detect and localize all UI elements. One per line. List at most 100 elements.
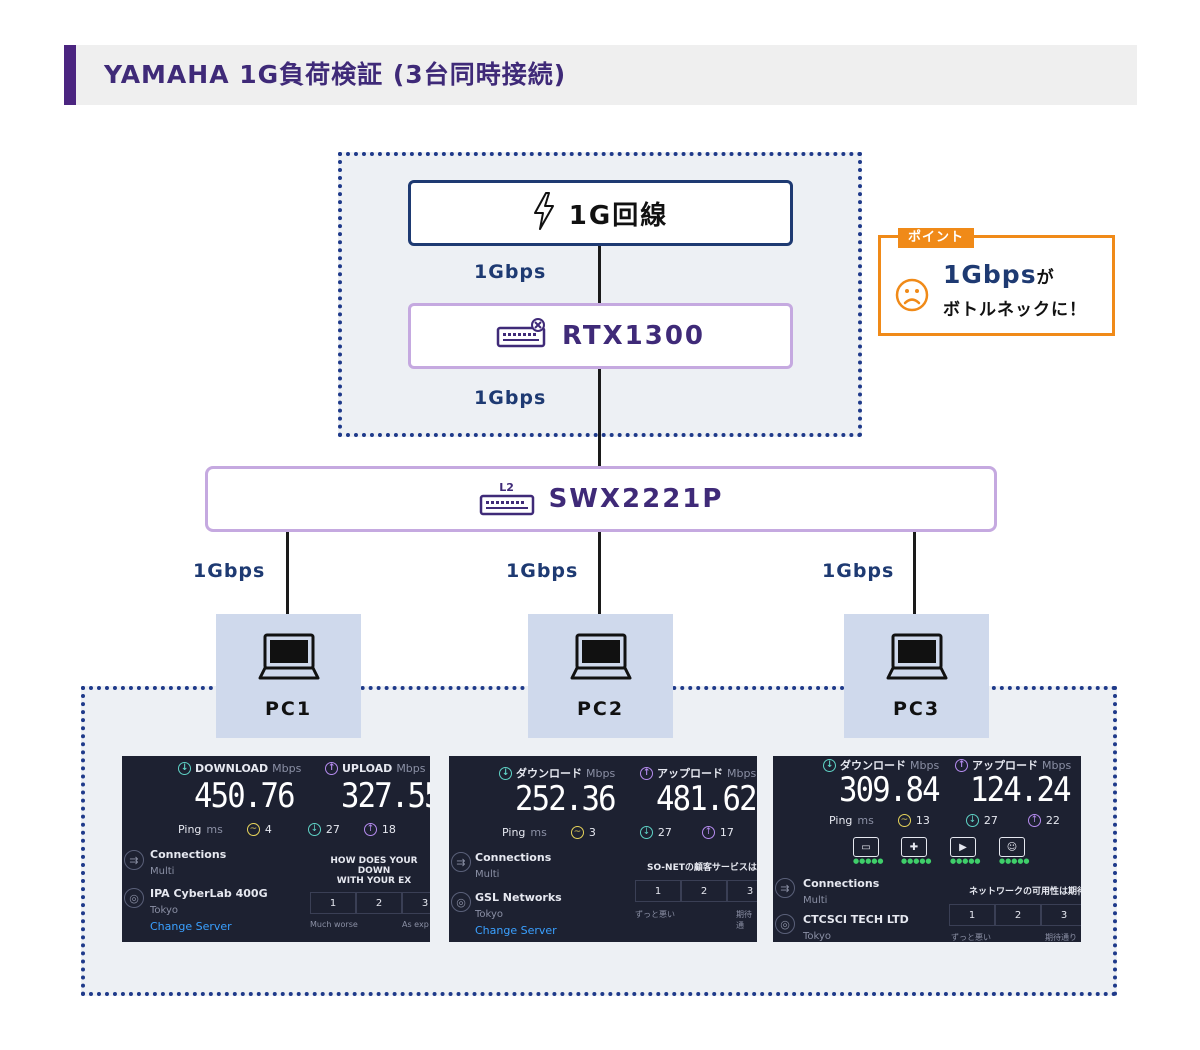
change-server-link[interactable]: Change Server	[150, 920, 232, 933]
rating-high-label: 期待通	[736, 910, 752, 930]
laptop-icon	[257, 632, 321, 686]
ping-download-icon: ↓	[965, 814, 979, 827]
ping-download-value: 27	[325, 823, 340, 836]
ping-download-value: 27	[657, 826, 672, 839]
rating-high-label: As exp	[402, 920, 429, 929]
router-label: RTX1300	[562, 321, 705, 351]
switch-icon: L2	[479, 482, 535, 516]
download-value: 309.84	[839, 770, 941, 810]
ping-label: Ping	[502, 826, 526, 839]
ping-upload-value: 18	[381, 823, 396, 836]
server-location: Tokyo	[475, 909, 503, 920]
rating-option[interactable]: 2	[995, 904, 1041, 926]
pc-label: PC1	[264, 698, 313, 720]
ping-download-icon: ↓	[639, 826, 653, 839]
pc-label: PC3	[892, 698, 941, 720]
survey-rating: 1 2 3	[949, 904, 1081, 926]
change-server-link[interactable]: Change Server	[475, 924, 557, 937]
speed-label-isp-router: 1Gbps	[474, 261, 547, 283]
download-unit: Mbps	[910, 758, 940, 772]
isp-line-box: 1G回線	[408, 180, 793, 246]
download-label: ダウンロード	[516, 767, 582, 780]
sad-face-icon	[895, 278, 929, 316]
download-header: ↓ ダウンロード Mbps	[823, 757, 939, 773]
rating-option[interactable]: 3	[402, 892, 430, 914]
web-browsing-icon: ▭●●●●●	[853, 837, 884, 865]
globe-icon: ◎	[775, 914, 795, 934]
speed-label-switch-pc3: 1Gbps	[822, 560, 895, 582]
connections-label: Connections	[803, 877, 880, 890]
rating-option[interactable]: 1	[635, 880, 681, 902]
server-name: GSL Networks	[475, 891, 562, 904]
ping-unit: ms	[857, 814, 874, 827]
download-header: ↓ ダウンロード Mbps	[499, 765, 615, 781]
connections-label: Connections	[150, 848, 227, 861]
point-highlight-value: 1Gbps	[943, 260, 1037, 289]
streaming-icon: ▶●●●●●	[950, 837, 981, 865]
title-bar: YAMAHA 1G負荷検証 (3台同時接続)	[64, 45, 1137, 105]
ping-unit: ms	[206, 823, 223, 836]
connections-value: Multi	[475, 869, 500, 880]
survey-question-line1: HOW DOES YOUR DOWN	[330, 856, 418, 876]
ping-unit: ms	[530, 826, 547, 839]
survey-question-line2: WITH YOUR EX	[336, 876, 412, 886]
link-line-switch-pc1	[286, 532, 289, 614]
rating-option[interactable]: 1	[310, 892, 356, 914]
download-arrow-icon: ↓	[499, 766, 512, 780]
connections-icon: ⇉	[775, 878, 795, 898]
connections-icon: ⇉	[124, 850, 144, 870]
download-unit: Mbps	[586, 766, 616, 780]
rating-option[interactable]: 3	[1041, 904, 1081, 926]
rating-low-label: Much worse	[310, 920, 358, 929]
ping-label: Ping	[829, 814, 853, 827]
upload-label: アップロード	[657, 767, 723, 780]
rating-option[interactable]: 1	[949, 904, 995, 926]
ping-label: Ping	[178, 823, 202, 836]
lightning-icon	[533, 192, 555, 234]
connections-value: Multi	[803, 895, 828, 906]
survey-rating: 1 2 3	[310, 892, 430, 914]
upload-label: アップロード	[972, 759, 1038, 772]
rating-low-label: ずっと悪い	[951, 933, 991, 942]
globe-icon: ◎	[451, 892, 471, 912]
switch-box: L2 SWX2221P	[205, 466, 997, 532]
server-location: Tokyo	[150, 905, 178, 916]
video-call-icon: ☺●●●●●	[999, 837, 1030, 865]
rating-option[interactable]: 3	[727, 880, 757, 902]
upload-value: 327.55	[341, 776, 430, 816]
page-title: YAMAHA 1G負荷検証 (3台同時接続)	[104, 60, 567, 89]
survey-question: ネットワークの可用性は期待と	[969, 887, 1081, 897]
rating-option[interactable]: 2	[356, 892, 402, 914]
pc-card-1: PC1	[216, 614, 361, 738]
globe-icon: ◎	[124, 888, 144, 908]
switch-layer-label: L2	[499, 481, 514, 494]
ping-download-value: 27	[983, 814, 998, 827]
ping-upload-icon: ↑	[363, 823, 377, 836]
server-location: Tokyo	[803, 931, 831, 942]
server-name: IPA CyberLab 400G	[150, 887, 268, 900]
switch-label: SWX2221P	[548, 484, 724, 514]
laptop-icon	[885, 632, 949, 686]
download-arrow-icon: ↓	[823, 758, 836, 772]
router-box: RTX1300	[408, 303, 793, 369]
speed-label-switch-pc1: 1Gbps	[193, 560, 266, 582]
link-line-isp-router	[598, 246, 601, 303]
pc-card-2: PC2	[528, 614, 673, 738]
download-value: 450.76	[194, 776, 296, 816]
link-line-router-switch	[598, 369, 601, 466]
ping-upload-icon: ↑	[701, 826, 715, 839]
rating-option[interactable]: 2	[681, 880, 727, 902]
jitter-icon: ~	[246, 823, 260, 836]
download-label: ダウンロード	[840, 759, 906, 772]
survey-rating: 1 2 3	[635, 880, 757, 902]
pc-card-3: PC3	[844, 614, 989, 738]
